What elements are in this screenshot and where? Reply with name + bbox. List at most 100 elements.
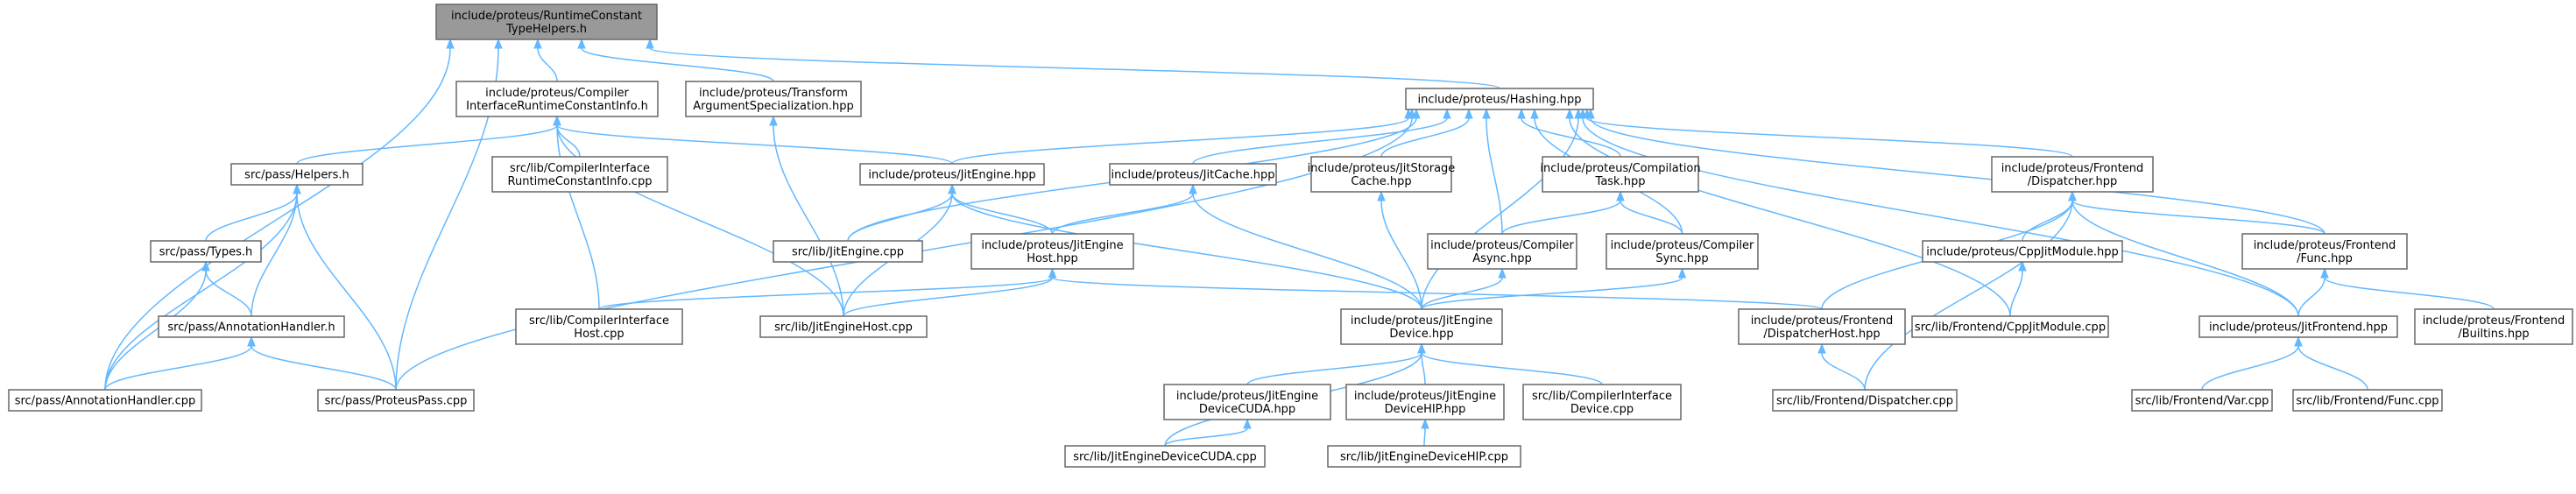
edge-hash-to-cppjitmodcpp xyxy=(1565,108,2011,317)
node-crc[interactable]: include/proteus/CompilerInterfaceRuntime… xyxy=(455,81,659,117)
edge-jitstorage-to-jedev xyxy=(1377,190,1422,310)
node-label: src/pass/Helpers.h xyxy=(244,169,349,182)
edge-hash-to-jitfront xyxy=(1578,108,2299,317)
edge-crc-to-cihost xyxy=(553,115,600,310)
edge-fdisphost-to-dispcpp xyxy=(1817,342,1866,391)
node-label: Host.hpp xyxy=(1027,252,1077,265)
edge-types-to-annoth xyxy=(201,260,252,317)
node-jedevcudacpp[interactable]: src/lib/JitEngineDeviceCUDA.cpp xyxy=(1064,445,1266,468)
edge-rc-to-crc xyxy=(533,38,558,82)
node-label: src/lib/CompilerInterface xyxy=(510,162,650,175)
node-label: include/proteus/Compiler xyxy=(1611,239,1754,252)
node-funccpp[interactable]: src/lib/Frontend/Func.cpp xyxy=(2292,389,2443,412)
edge-jehost-to-cihost xyxy=(598,267,1057,310)
node-box xyxy=(1522,384,1682,420)
edge-types-to-annotcpp xyxy=(104,260,210,391)
node-label: include/proteus/JitEngine xyxy=(1351,314,1493,328)
node-jehostcpp[interactable]: src/lib/JitEngineHost.cpp xyxy=(759,315,928,338)
node-ffunc[interactable]: include/proteus/Frontend/Func.hpp xyxy=(2241,233,2408,270)
node-label: include/proteus/Hashing.hpp xyxy=(1418,94,1582,107)
node-label: include/proteus/Frontend xyxy=(2001,162,2144,175)
node-label: TypeHelpers.h xyxy=(505,23,587,36)
node-label: include/proteus/JitEngine xyxy=(981,239,1123,252)
node-annotcpp[interactable]: src/pass/AnnotationHandler.cpp xyxy=(8,389,202,412)
edge-casync-to-jedev xyxy=(1421,267,1507,310)
edge-hash-to-jitstorage xyxy=(1380,108,1473,158)
node-tas[interactable]: include/proteus/TransformArgumentSpecial… xyxy=(685,81,862,117)
node-label: Async.hpp xyxy=(1472,252,1532,265)
node-label: src/pass/ProteusPass.cpp xyxy=(325,395,468,408)
node-jitfront[interactable]: include/proteus/JitFrontend.hpp xyxy=(2198,315,2398,338)
node-label: Cache.hpp xyxy=(1351,175,1411,188)
edge-jehost-to-jehostcpp xyxy=(843,267,1057,317)
node-jedevhip[interactable]: include/proteus/JitEngineDeviceHIP.hpp xyxy=(1345,384,1505,420)
node-fdisp[interactable]: include/proteus/Frontend/Dispatcher.hpp xyxy=(1991,156,2154,193)
edge-jitfront-to-funccpp xyxy=(2294,335,2368,391)
node-label: src/lib/CompilerInterface xyxy=(529,314,669,328)
node-jedevhipcpp[interactable]: src/lib/JitEngineDeviceHIP.cpp xyxy=(1327,445,1521,468)
node-rc[interactable]: include/proteus/RuntimeConstantTypeHelpe… xyxy=(435,4,658,40)
node-jitcache[interactable]: include/proteus/JitCache.hpp xyxy=(1109,163,1277,186)
node-label: include/proteus/JitEngine xyxy=(1354,390,1496,403)
edge-fdisp-to-ffunc xyxy=(2068,190,2325,235)
node-dispcpp[interactable]: src/lib/Frontend/Dispatcher.cpp xyxy=(1772,389,1958,412)
node-label: Host.cpp xyxy=(574,328,624,341)
node-varcpp[interactable]: src/lib/Frontend/Var.cpp xyxy=(2131,389,2273,412)
node-label: /Builtins.hpp xyxy=(2458,328,2529,341)
node-label: include/proteus/Compiler xyxy=(485,87,629,100)
node-fbuiltins[interactable]: include/proteus/Frontend/Builtins.hpp xyxy=(2414,308,2573,345)
node-protpass[interactable]: src/pass/ProteusPass.cpp xyxy=(317,389,475,412)
node-fdisphost[interactable]: include/proteus/Frontend/DispatcherHost.… xyxy=(1738,308,1906,345)
node-label: src/lib/JitEngineDeviceCUDA.cpp xyxy=(1073,451,1257,464)
node-label: include/proteus/JitStorage xyxy=(1308,162,1456,175)
node-box xyxy=(491,156,668,193)
edge-crc-to-jehostcpp xyxy=(553,115,844,317)
node-jitengine[interactable]: include/proteus/JitEngine.hpp xyxy=(859,163,1045,186)
node-label: /Dispatcher.hpp xyxy=(2028,175,2118,188)
edge-hash-to-ffunc xyxy=(1586,108,2325,235)
node-circ[interactable]: src/lib/CompilerInterfaceRuntimeConstant… xyxy=(491,156,668,193)
node-label: /Func.hpp xyxy=(2297,252,2353,265)
node-label: include/proteus/Transform xyxy=(699,87,848,100)
node-jedevcuda[interactable]: include/proteus/JitEngineDeviceCUDA.hpp xyxy=(1163,384,1331,420)
node-jitenginecpp[interactable]: src/lib/JitEngine.cpp xyxy=(773,240,923,263)
node-box xyxy=(150,240,262,263)
node-label: src/lib/JitEngineHost.cpp xyxy=(774,321,913,335)
node-types[interactable]: src/pass/Types.h xyxy=(150,240,262,263)
node-label: /DispatcherHost.hpp xyxy=(1763,328,1880,341)
node-label: include/proteus/Compiler xyxy=(1430,239,1574,252)
node-label: DeviceHIP.hpp xyxy=(1385,403,1466,416)
node-jehost[interactable]: include/proteus/JitEngineHost.hpp xyxy=(970,233,1134,270)
node-box xyxy=(1922,240,2123,263)
node-annoth[interactable]: src/pass/AnnotationHandler.h xyxy=(158,315,345,338)
node-box xyxy=(2198,315,2398,338)
node-jedev[interactable]: include/proteus/JitEngineDevice.hpp xyxy=(1340,308,1503,345)
node-hash[interactable]: include/proteus/Hashing.hpp xyxy=(1405,88,1594,110)
node-box xyxy=(2414,308,2573,345)
edge-helpers-to-annotcpp xyxy=(104,183,301,391)
node-box xyxy=(2131,389,2273,412)
edge-jitcache-to-jehost xyxy=(1051,183,1197,235)
node-label: include/proteus/JitFrontend.hpp xyxy=(2209,321,2388,335)
nodes-layer: include/proteus/RuntimeConstantTypeHelpe… xyxy=(8,4,2573,468)
node-box xyxy=(455,81,659,117)
edge-comptask-to-csync xyxy=(1616,190,1683,235)
node-box xyxy=(1327,445,1521,468)
edge-jitengine-to-jitenginecpp xyxy=(847,183,956,242)
node-helpers[interactable]: src/pass/Helpers.h xyxy=(230,163,363,186)
node-box xyxy=(1340,308,1503,345)
edge-jedevhip-to-jedevhipcpp xyxy=(1421,418,1429,447)
node-label: src/pass/AnnotationHandler.h xyxy=(167,321,335,335)
node-label: Sync.hpp xyxy=(1655,252,1708,265)
node-cppjitmod[interactable]: include/proteus/CppJitModule.hpp xyxy=(1922,240,2123,263)
edge-annoth-to-protpass xyxy=(247,335,397,391)
node-cppjitmodcpp[interactable]: src/lib/Frontend/CppJitModule.cpp xyxy=(1911,315,2109,338)
node-box xyxy=(970,233,1134,270)
node-label: src/pass/AnnotationHandler.cpp xyxy=(15,395,196,408)
